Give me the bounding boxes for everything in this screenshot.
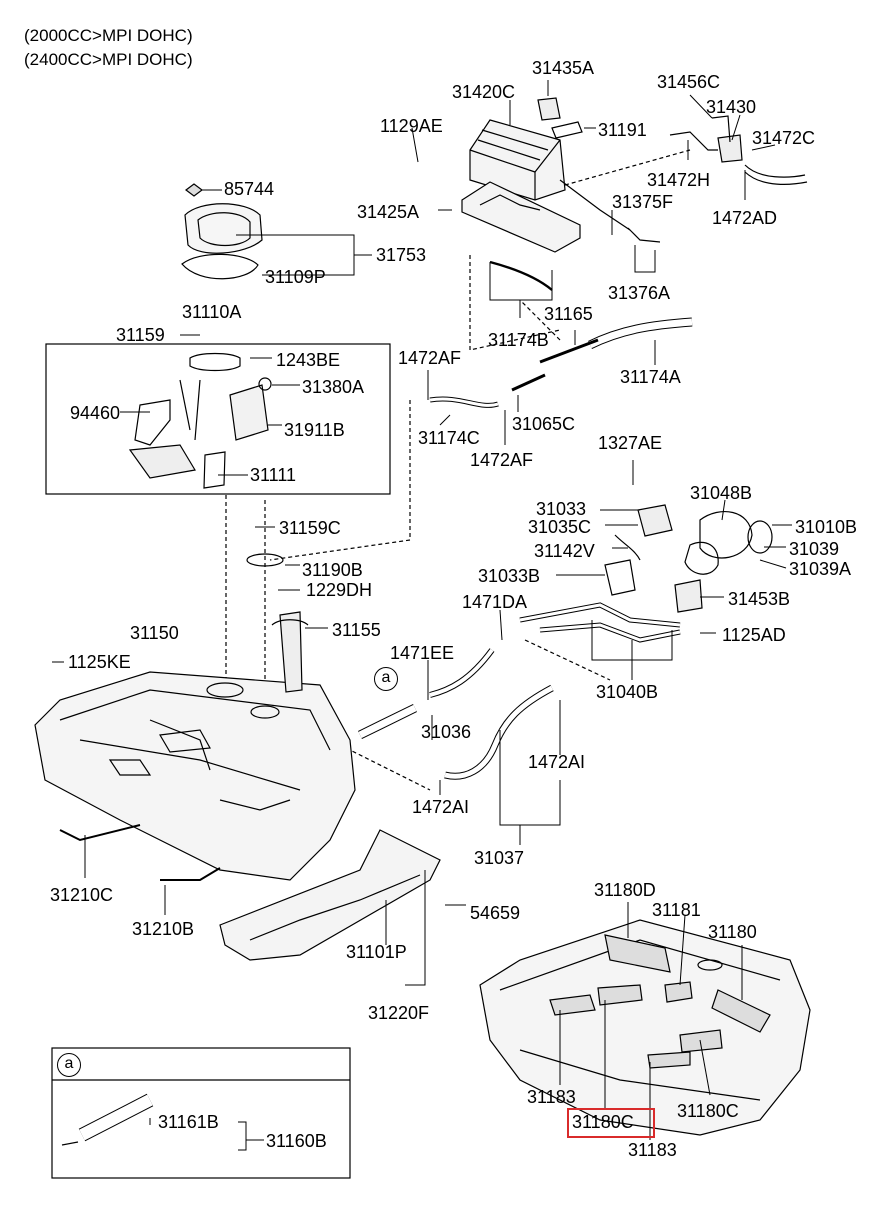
part-label-31033b: 31033B xyxy=(478,566,541,586)
part-label-85744: 85744 xyxy=(224,179,275,199)
fuel-tank-insulators-31180 xyxy=(479,919,811,1136)
part-label-31039: 31039 xyxy=(789,539,840,559)
part-label-31142v: 31142V xyxy=(534,541,595,561)
part-label-31111: 31111 xyxy=(250,465,297,485)
part-label-31159c: 31159C xyxy=(279,518,341,538)
part-label-31174a: 31174A xyxy=(620,367,681,387)
part-label-1243be: 1243BE xyxy=(276,350,341,370)
part-label-31165: 31165 xyxy=(544,304,593,324)
part-label-31180d: 31180D xyxy=(594,880,656,900)
part-label-31453b: 31453B xyxy=(728,589,791,609)
part-label-31174b: 31174B xyxy=(488,330,549,350)
engine-spec-line1: (2000CC>MPI DOHC) xyxy=(24,26,193,45)
part-label-31161b: 31161B xyxy=(158,1112,219,1132)
part-label-31033: 31033 xyxy=(536,499,587,519)
part-label-1125ke: 1125KE xyxy=(68,652,131,672)
part-label-31425a: 31425A xyxy=(357,202,420,222)
part-label-31911b: 31911B xyxy=(284,420,345,440)
part-label-31174c: 31174C xyxy=(418,428,480,448)
part-label-31380a: 31380A xyxy=(302,377,365,397)
o-ring-31109p xyxy=(181,253,259,280)
part-label-31180: 31180 xyxy=(708,922,757,942)
part-label-31183-2: 31183 xyxy=(628,1140,677,1160)
engine-spec-line2: (2400CC>MPI DOHC) xyxy=(24,50,193,69)
part-label-1472ai-1: 1472AI xyxy=(528,752,586,772)
fuel-pump-parts xyxy=(128,352,272,489)
callout-a-main: a xyxy=(374,667,398,691)
part-label-31035c: 31035C xyxy=(528,517,592,537)
part-label-31190b: 31190B xyxy=(302,560,363,580)
part-label-31010b: 31010B xyxy=(795,517,858,537)
fuel-pump-assembly-box xyxy=(45,343,391,495)
part-label-31191: 31191 xyxy=(598,120,647,140)
part-label-31376a: 31376A xyxy=(608,283,671,303)
part-label-31472h: 31472H xyxy=(647,170,711,190)
part-label-31159: 31159 xyxy=(116,325,165,345)
part-label-31181: 31181 xyxy=(652,900,701,920)
part-label-31375f: 31375F xyxy=(612,192,674,212)
part-label-31220f: 31220F xyxy=(368,1003,430,1023)
part-label-31150: 31150 xyxy=(130,623,179,643)
part-label-31101p: 31101P xyxy=(346,942,407,962)
part-label-31048b: 31048B xyxy=(690,483,753,503)
callout-a-inset: a xyxy=(57,1053,81,1077)
part-label-31456c: 31456C xyxy=(657,72,721,92)
part-label-1229dh: 1229DH xyxy=(306,580,373,600)
part-label-1472ai-2: 1472AI xyxy=(412,797,470,817)
part-label-31036: 31036 xyxy=(421,722,472,742)
protector-31101p xyxy=(219,829,441,961)
part-label-31210b: 31210B xyxy=(132,919,195,939)
part-label-31435a: 31435A xyxy=(532,58,595,78)
part-label-31040b: 31040B xyxy=(596,682,659,702)
part-label-1471da: 1471DA xyxy=(462,592,528,612)
part-label-31039a: 31039A xyxy=(789,559,852,579)
part-label-31183-1: 31183 xyxy=(527,1087,576,1107)
part-label-1472ad: 1472AD xyxy=(712,208,778,228)
part-label-31180c-highlighted: 31180C xyxy=(572,1112,634,1132)
part-label-31160b: 31160B xyxy=(266,1131,327,1151)
part-label-1129ae: 1129AE xyxy=(380,116,443,136)
part-label-1472af-2: 1472AF xyxy=(470,450,534,470)
part-label-1472af-1: 1472AF xyxy=(398,348,462,368)
part-label-31180c-2: 31180C xyxy=(677,1101,739,1121)
part-label-1125ad: 1125AD xyxy=(722,625,786,645)
part-label-31037: 31037 xyxy=(474,848,525,868)
highlight-frame xyxy=(567,1108,655,1138)
part-label-94460: 94460 xyxy=(70,403,121,423)
part-label-31155: 31155 xyxy=(332,620,381,640)
part-label-1471ee: 1471EE xyxy=(390,643,455,663)
fuel-tank-31150 xyxy=(34,671,356,881)
part-label-1327ae: 1327AE xyxy=(598,433,663,453)
part-label-31065c: 31065C xyxy=(512,414,576,434)
part-label-31420c: 31420C xyxy=(452,82,516,102)
part-label-31753: 31753 xyxy=(376,245,427,265)
part-label-31210c: 31210C xyxy=(50,885,114,905)
part-label-54659: 54659 xyxy=(470,903,521,923)
part-label-31472c: 31472C xyxy=(752,128,816,148)
part-label-31430: 31430 xyxy=(706,97,757,117)
inset-a-box xyxy=(51,1047,351,1179)
canister-31420c xyxy=(469,119,566,201)
part-label-31109p: 31109P xyxy=(265,267,326,287)
part-label-31110a: 31110A xyxy=(182,302,242,322)
